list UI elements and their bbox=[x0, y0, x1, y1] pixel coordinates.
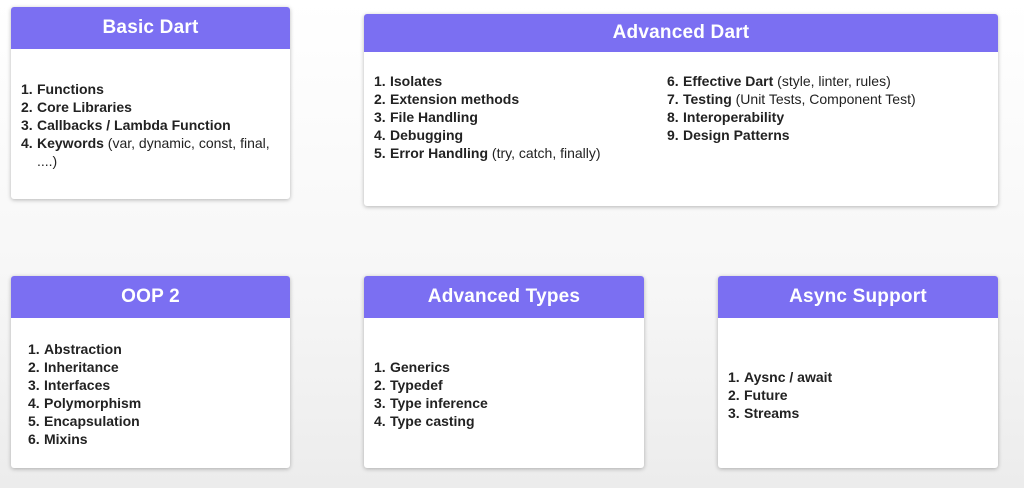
item-number: 3. bbox=[28, 377, 40, 393]
item-number: 6. bbox=[28, 431, 40, 447]
item-term: Inheritance bbox=[44, 359, 119, 375]
item-number: 1. bbox=[728, 369, 740, 385]
item-term: Error Handling bbox=[390, 145, 489, 161]
list-item: 2.Inheritance bbox=[28, 358, 278, 376]
list-item: 6.Effective Dart (style, linter, rules) bbox=[667, 72, 987, 90]
item-term: Extension methods bbox=[390, 91, 520, 107]
list-item: 2.Core Libraries bbox=[21, 98, 276, 116]
card-title: Advanced Types bbox=[364, 276, 644, 318]
list-item: 6.Mixins bbox=[28, 430, 278, 448]
item-note: (var, dynamic, const, final, ....) bbox=[37, 135, 270, 169]
item-term: Generics bbox=[390, 359, 450, 375]
list-item: 7.Testing (Unit Tests, Component Test) bbox=[667, 90, 987, 108]
item-number: 4. bbox=[21, 135, 33, 151]
item-number: 1. bbox=[374, 73, 386, 89]
list-item: 5.Encapsulation bbox=[28, 412, 278, 430]
item-term: Encapsulation bbox=[44, 413, 140, 429]
card-title: Basic Dart bbox=[11, 7, 290, 49]
item-term: File Handling bbox=[390, 109, 478, 125]
item-number: 3. bbox=[374, 109, 386, 125]
item-term: Interfaces bbox=[44, 377, 111, 393]
item-term: Effective Dart bbox=[683, 73, 774, 89]
card-title: OOP 2 bbox=[11, 276, 290, 318]
item-term: Mixins bbox=[44, 431, 88, 447]
item-term: Aysnc / await bbox=[744, 369, 833, 385]
item-term: Polymorphism bbox=[44, 395, 142, 411]
item-number: 8. bbox=[667, 109, 679, 125]
list-item: 4.Type casting bbox=[374, 412, 629, 430]
item-number: 4. bbox=[28, 395, 40, 411]
list-item: 1.Generics bbox=[374, 358, 629, 376]
item-term: Future bbox=[744, 387, 788, 403]
item-note: (Unit Tests, Component Test) bbox=[731, 91, 916, 107]
list-item: 4.Polymorphism bbox=[28, 394, 278, 412]
item-number: 2. bbox=[21, 99, 33, 115]
item-term: Type casting bbox=[390, 413, 475, 429]
list-item: 3.Callbacks / Lambda Function bbox=[21, 116, 276, 134]
list-item: 3.File Handling bbox=[374, 108, 664, 126]
list-item: 1.Abstraction bbox=[28, 340, 278, 358]
item-term: Debugging bbox=[390, 127, 464, 143]
item-term: Interoperability bbox=[683, 109, 785, 125]
item-number: 2. bbox=[728, 387, 740, 403]
list-item: 9.Design Patterns bbox=[667, 126, 987, 144]
card-title: Async Support bbox=[718, 276, 998, 318]
item-term: Testing bbox=[683, 91, 732, 107]
list-item: 1.Functions bbox=[21, 80, 276, 98]
item-number: 1. bbox=[374, 359, 386, 375]
list-item: 3.Type inference bbox=[374, 394, 629, 412]
item-number: 2. bbox=[28, 359, 40, 375]
item-term: Design Patterns bbox=[683, 127, 790, 143]
list-item: 4.Keywords (var, dynamic, const, final, … bbox=[21, 134, 276, 170]
item-number: 4. bbox=[374, 413, 386, 429]
list-item: 8.Interoperability bbox=[667, 108, 987, 126]
item-term: Keywords bbox=[37, 135, 104, 151]
item-number: 3. bbox=[374, 395, 386, 411]
item-term: Isolates bbox=[390, 73, 443, 89]
item-number: 7. bbox=[667, 91, 679, 107]
item-number: 1. bbox=[21, 81, 33, 97]
item-term: Core Libraries bbox=[37, 99, 132, 115]
list-item: 1.Isolates bbox=[374, 72, 664, 90]
item-term: Functions bbox=[37, 81, 104, 97]
item-number: 5. bbox=[374, 145, 386, 161]
item-number: 2. bbox=[374, 91, 386, 107]
item-term: Abstraction bbox=[44, 341, 122, 357]
item-term: Type inference bbox=[390, 395, 488, 411]
item-number: 6. bbox=[667, 73, 679, 89]
card-title: Advanced Dart bbox=[364, 14, 998, 52]
item-term: Typedef bbox=[390, 377, 443, 393]
item-number: 3. bbox=[728, 405, 740, 421]
list-item: 3.Interfaces bbox=[28, 376, 278, 394]
item-note: (try, catch, finally) bbox=[488, 145, 601, 161]
list-item: 3.Streams bbox=[728, 404, 983, 422]
list-item: 1.Aysnc / await bbox=[728, 368, 983, 386]
list-item: 2.Future bbox=[728, 386, 983, 404]
list-item: 4.Debugging bbox=[374, 126, 664, 144]
item-term: Callbacks / Lambda Function bbox=[37, 117, 231, 133]
item-note: (style, linter, rules) bbox=[773, 73, 891, 89]
topic-list-right: 6.Effective Dart (style, linter, rules)7… bbox=[667, 72, 987, 144]
item-number: 4. bbox=[374, 127, 386, 143]
list-item: 2.Typedef bbox=[374, 376, 629, 394]
list-item: 5.Error Handling (try, catch, finally) bbox=[374, 144, 664, 162]
item-number: 1. bbox=[28, 341, 40, 357]
list-item: 2.Extension methods bbox=[374, 90, 664, 108]
item-number: 9. bbox=[667, 127, 679, 143]
item-number: 2. bbox=[374, 377, 386, 393]
item-number: 3. bbox=[21, 117, 33, 133]
item-number: 5. bbox=[28, 413, 40, 429]
item-term: Streams bbox=[744, 405, 800, 421]
